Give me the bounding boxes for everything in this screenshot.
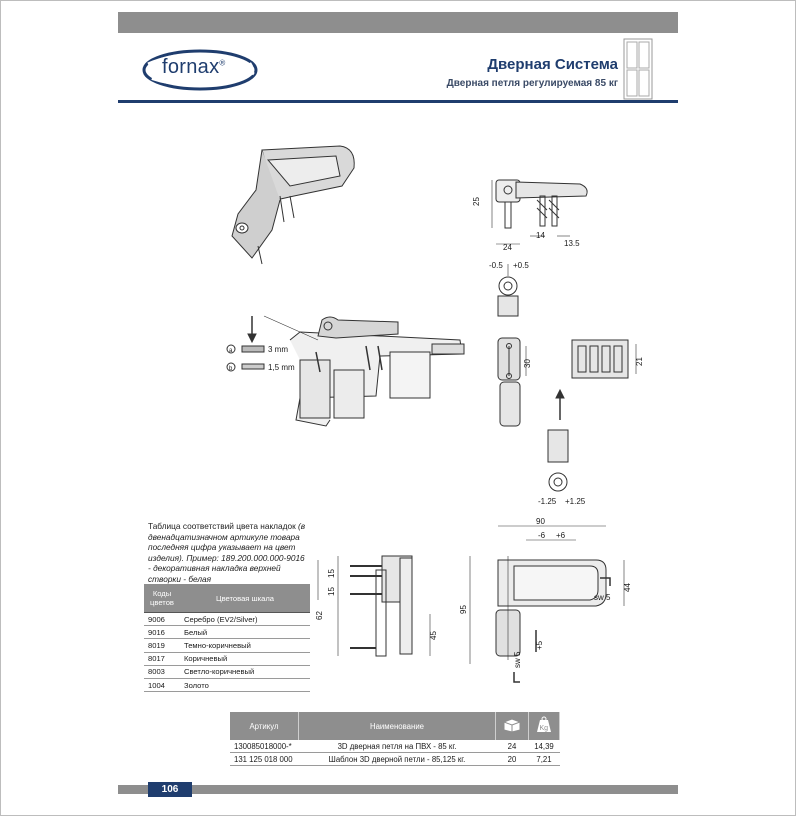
color-scale-header: Цветовая шкала	[180, 584, 310, 613]
dim-plus-6: +6	[556, 531, 566, 540]
hinge-top-view-drawing	[491, 179, 588, 245]
dim-14: 14	[536, 231, 545, 240]
weight-header: Kg	[528, 712, 560, 740]
legend-a-size: 3 mm	[268, 345, 288, 354]
color-name: Темно-коричневый	[180, 638, 310, 653]
name-header: Наименование	[298, 712, 496, 740]
bushing-top-drawing	[497, 264, 519, 317]
weight-icon: Kg	[537, 716, 551, 732]
weight-kg: 14,39	[528, 740, 560, 753]
product-name: Шаблон 3D дверной петли - 85,125 кг.	[298, 752, 496, 766]
door-thumbnail-icon	[623, 38, 653, 100]
hinge-side-view-lower-drawing	[317, 555, 431, 657]
header-rule	[118, 100, 678, 103]
dim-minus-6: -6	[538, 531, 546, 540]
dim-15-a: 15	[327, 569, 336, 578]
color-code: 8019	[144, 638, 180, 653]
dim-44: 44	[623, 583, 632, 592]
color-note: Таблица соответствий цвета накладок (в д…	[148, 521, 308, 584]
dim-30: 30	[523, 359, 532, 368]
dim-45: 45	[429, 631, 438, 640]
color-name: Светло-коричневый	[180, 665, 310, 679]
footer-bar	[118, 785, 678, 794]
color-table-header: Коды цветов Цветовая шкала	[144, 584, 310, 613]
dim-25: 25	[472, 197, 481, 206]
dim-90: 90	[536, 517, 545, 526]
color-name: Коричневый	[180, 652, 310, 666]
color-code: 8003	[144, 665, 180, 679]
dim-15-b: 15	[327, 587, 336, 596]
logo-text: fornax®	[162, 56, 226, 78]
legend-b-letter: b	[229, 366, 233, 372]
article-code: 131 125 018 000	[230, 752, 299, 766]
table-row: 130085018000-* 3D дверная петля на ПВХ -…	[230, 740, 560, 753]
color-name: Серебро (EV2/Silver)	[180, 612, 310, 627]
screw-legend	[226, 316, 265, 372]
svg-text:Kg: Kg	[540, 725, 549, 732]
color-code: 9006	[144, 612, 180, 627]
article-code: 130085018000-*	[230, 740, 299, 753]
package-qty: 24	[495, 740, 529, 753]
box-icon	[503, 718, 521, 733]
page-number: 106	[148, 782, 192, 797]
dim-adj-minus: -0.5	[489, 261, 503, 270]
color-note-text: (в двенадцатизначном артикуле товара пос…	[148, 521, 306, 584]
dim-21: 21	[635, 357, 644, 366]
dim-bot-minus: -1.25	[538, 497, 557, 506]
hinge-side-view-drawing	[497, 337, 637, 427]
dim-plus-5: +5	[535, 640, 544, 650]
package-header	[495, 712, 529, 740]
legend-a-letter: a	[229, 348, 233, 354]
logo-swoosh-icon	[142, 49, 258, 91]
table-row: 131 125 018 000 Шаблон 3D дверной петли …	[230, 752, 560, 766]
dim-13-5: 13.5	[564, 239, 580, 248]
article-header: Артикул	[230, 712, 299, 740]
color-code: 8017	[144, 652, 180, 666]
fornax-logo: fornax®	[140, 44, 262, 96]
color-note-heading: Таблица соответствий цвета накладок	[148, 521, 296, 531]
dim-95: 95	[459, 605, 468, 614]
dim-sw5-bottom: sw 5	[513, 651, 522, 668]
dim-adj-plus: +0.5	[513, 261, 529, 270]
product-table: Артикул Наименование Kg 130085018000-* 3…	[230, 712, 560, 766]
weight-kg: 7,21	[528, 752, 560, 766]
color-name: Белый	[180, 625, 310, 640]
product-name: 3D дверная петля на ПВХ - 85 кг.	[298, 740, 496, 753]
dim-62: 62	[315, 611, 324, 620]
legend-b-size: 1,5 mm	[268, 363, 295, 372]
color-code: 9016	[144, 625, 180, 640]
color-code: 1004	[144, 678, 180, 693]
top-bar	[118, 12, 678, 33]
hinge-perspective-drawing	[231, 145, 355, 265]
page-subtitle: Дверная петля регулируемая 85 кг	[446, 78, 618, 89]
color-code-header: Коды цветов	[144, 584, 180, 613]
door-profile-section-drawing	[263, 315, 465, 427]
bushing-bottom-drawing	[547, 388, 569, 492]
product-table-header: Артикул Наименование Kg	[230, 712, 560, 740]
dim-bot-plus: +1.25	[565, 497, 586, 506]
dim-sw5-top: sw 5	[594, 593, 611, 602]
page-title: Дверная Система	[487, 56, 618, 73]
dim-24: 24	[503, 243, 512, 252]
color-name: Золото	[180, 678, 310, 693]
package-qty: 20	[495, 752, 529, 766]
hinge-front-view-drawing	[469, 525, 625, 683]
